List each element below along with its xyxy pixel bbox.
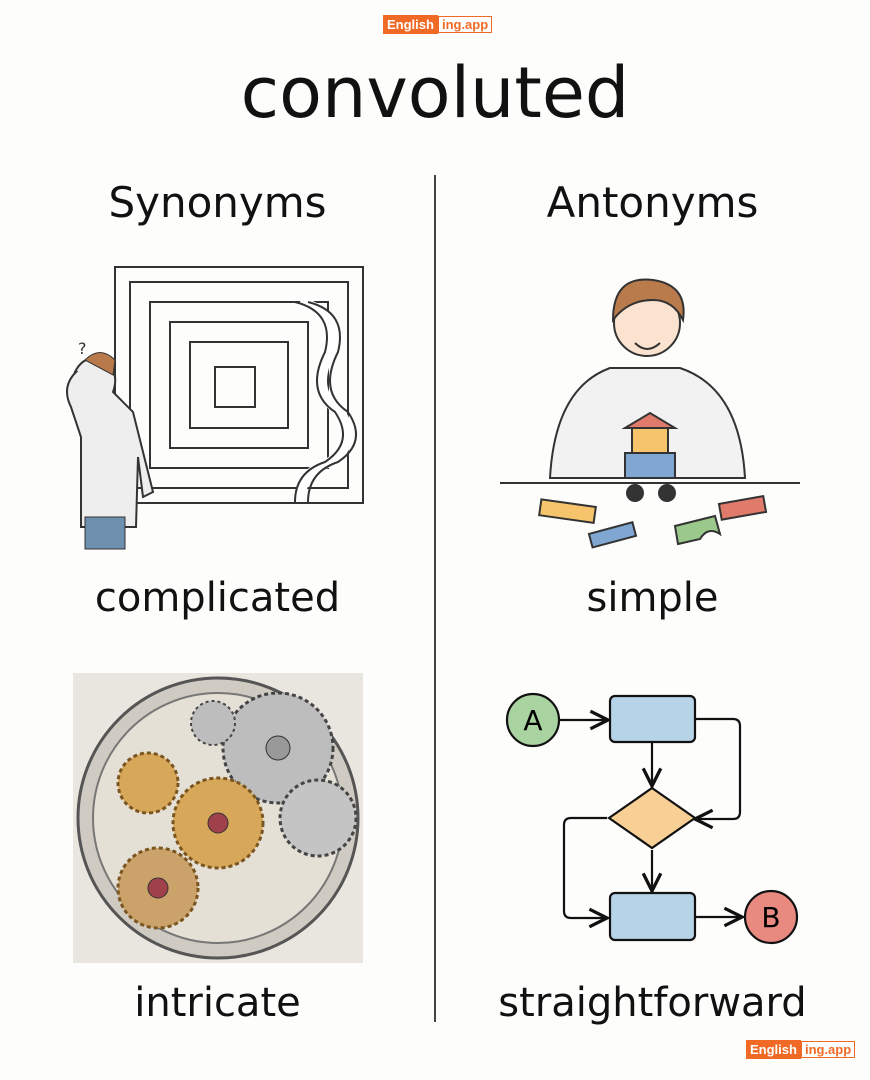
- antonym-simple: simple: [586, 575, 719, 621]
- decision-diamond: [607, 786, 697, 850]
- antonyms-heading: Antonyms: [546, 178, 759, 227]
- synonym-intricate: intricate: [134, 980, 301, 1026]
- toy-builder-illustration: [500, 278, 800, 549]
- antonym-straightforward: straightforward: [498, 980, 807, 1026]
- column-divider: [434, 175, 436, 1022]
- start-node-label: A: [523, 704, 542, 737]
- brand-part1: English: [746, 1040, 801, 1059]
- brand-part2: ing.app: [437, 16, 493, 33]
- end-node: [743, 889, 799, 945]
- maze-illustration: ?: [66, 266, 364, 550]
- start-node: [505, 692, 561, 748]
- process-box-1: [608, 694, 697, 744]
- end-node-label: B: [761, 901, 780, 934]
- question-mark-icon: ?: [78, 339, 87, 358]
- synonyms-heading: Synonyms: [108, 178, 327, 227]
- process-box-2: [608, 891, 697, 942]
- brand-part1: English: [383, 15, 438, 34]
- synonym-complicated: complicated: [94, 575, 341, 621]
- brand-part2: ing.app: [800, 1041, 856, 1058]
- page-title: convoluted: [240, 52, 630, 134]
- watch-mechanism-illustration: [73, 673, 363, 963]
- flowchart-illustration: A B: [505, 692, 799, 945]
